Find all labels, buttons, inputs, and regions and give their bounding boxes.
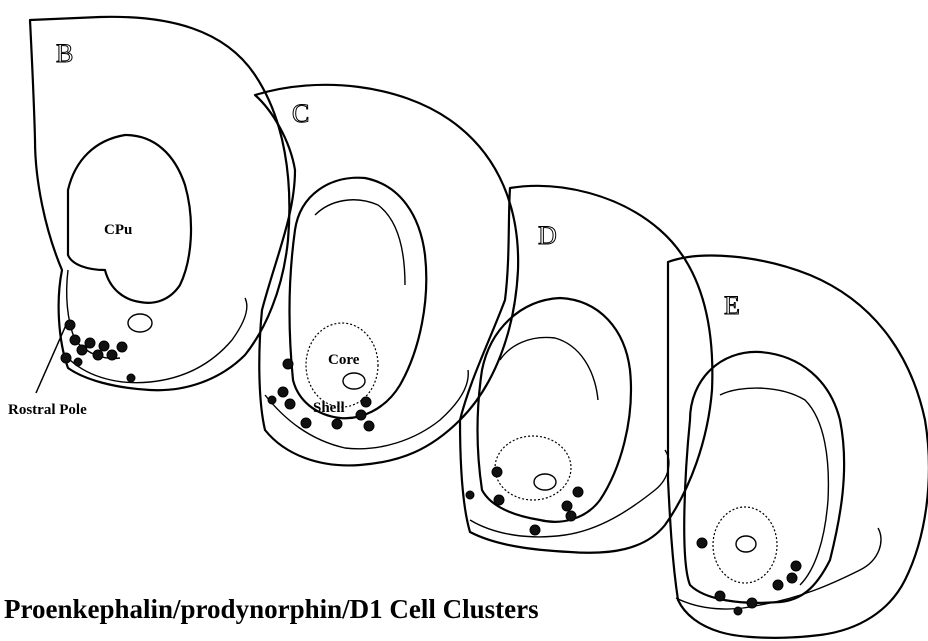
cluster-marker (70, 335, 80, 345)
panel-d-letter: D (538, 221, 557, 250)
cluster-marker (530, 525, 540, 535)
cluster-marker (93, 350, 103, 360)
panel-d-anterior-commissure (534, 474, 556, 490)
panel-d-core-boundary (495, 436, 571, 500)
cluster-marker (117, 342, 127, 352)
cluster-marker (332, 419, 342, 429)
cluster-marker (85, 338, 95, 348)
figure-caption: Proenkephalin/prodynorphin/D1 Cell Clust… (4, 594, 539, 624)
cluster-marker (301, 418, 311, 428)
cluster-marker (74, 358, 82, 366)
panel-d: D (460, 186, 712, 553)
cluster-marker (268, 396, 276, 404)
cluster-marker (492, 467, 502, 477)
panel-e-anterior-commissure (736, 536, 756, 552)
panel-e-letter: E (724, 291, 740, 320)
panel-c-letter: C (292, 99, 309, 128)
panel-b-letter: B (56, 39, 73, 68)
cluster-marker (791, 561, 801, 571)
panel-b: B CPu (30, 17, 289, 390)
cluster-marker (99, 341, 109, 351)
cluster-marker (466, 491, 474, 499)
cluster-marker (356, 410, 366, 420)
cluster-marker (697, 538, 707, 548)
cluster-marker (278, 387, 288, 397)
cpu-label: CPu (104, 222, 132, 238)
panel-e-core-boundary (713, 507, 777, 583)
cluster-marker (283, 359, 293, 369)
cluster-marker (494, 495, 504, 505)
cluster-marker (573, 487, 583, 497)
panel-b-anterior-commissure (128, 314, 152, 332)
shell-label: Shell (313, 400, 345, 416)
cluster-marker (747, 598, 757, 608)
cluster-marker (285, 399, 295, 409)
cluster-marker (127, 374, 135, 382)
cluster-marker (562, 501, 572, 511)
panel-c-anterior-commissure (343, 373, 365, 389)
panel-e-ventricle-contour (684, 352, 844, 603)
panel-c-ventricle-contour (289, 178, 426, 419)
panel-d-inner-contour (500, 337, 598, 400)
cluster-marker (715, 591, 725, 601)
core-label: Core (328, 352, 360, 368)
panel-c-ventral-edge (265, 370, 468, 449)
cluster-marker (65, 320, 75, 330)
panel-c-inner-contour (315, 200, 405, 285)
cluster-marker (566, 511, 576, 521)
cluster-marker (107, 350, 117, 360)
panel-e-inner-contour (720, 388, 828, 585)
cluster-marker (734, 607, 742, 615)
rostral-pole-label: Rostral Pole (8, 402, 87, 418)
panel-e-ventral-edge (676, 528, 881, 609)
cluster-marker (787, 573, 797, 583)
cluster-marker (773, 580, 783, 590)
panel-b-ventral-edge (70, 298, 247, 383)
cluster-marker (61, 353, 71, 363)
panel-d-ventricle-contour (478, 298, 631, 522)
panel-b-ventricle-contour (68, 135, 191, 303)
cluster-marker (361, 397, 371, 407)
cluster-marker (364, 421, 374, 431)
panel-d-ventral-edge (470, 450, 669, 537)
cluster-marker (77, 345, 87, 355)
